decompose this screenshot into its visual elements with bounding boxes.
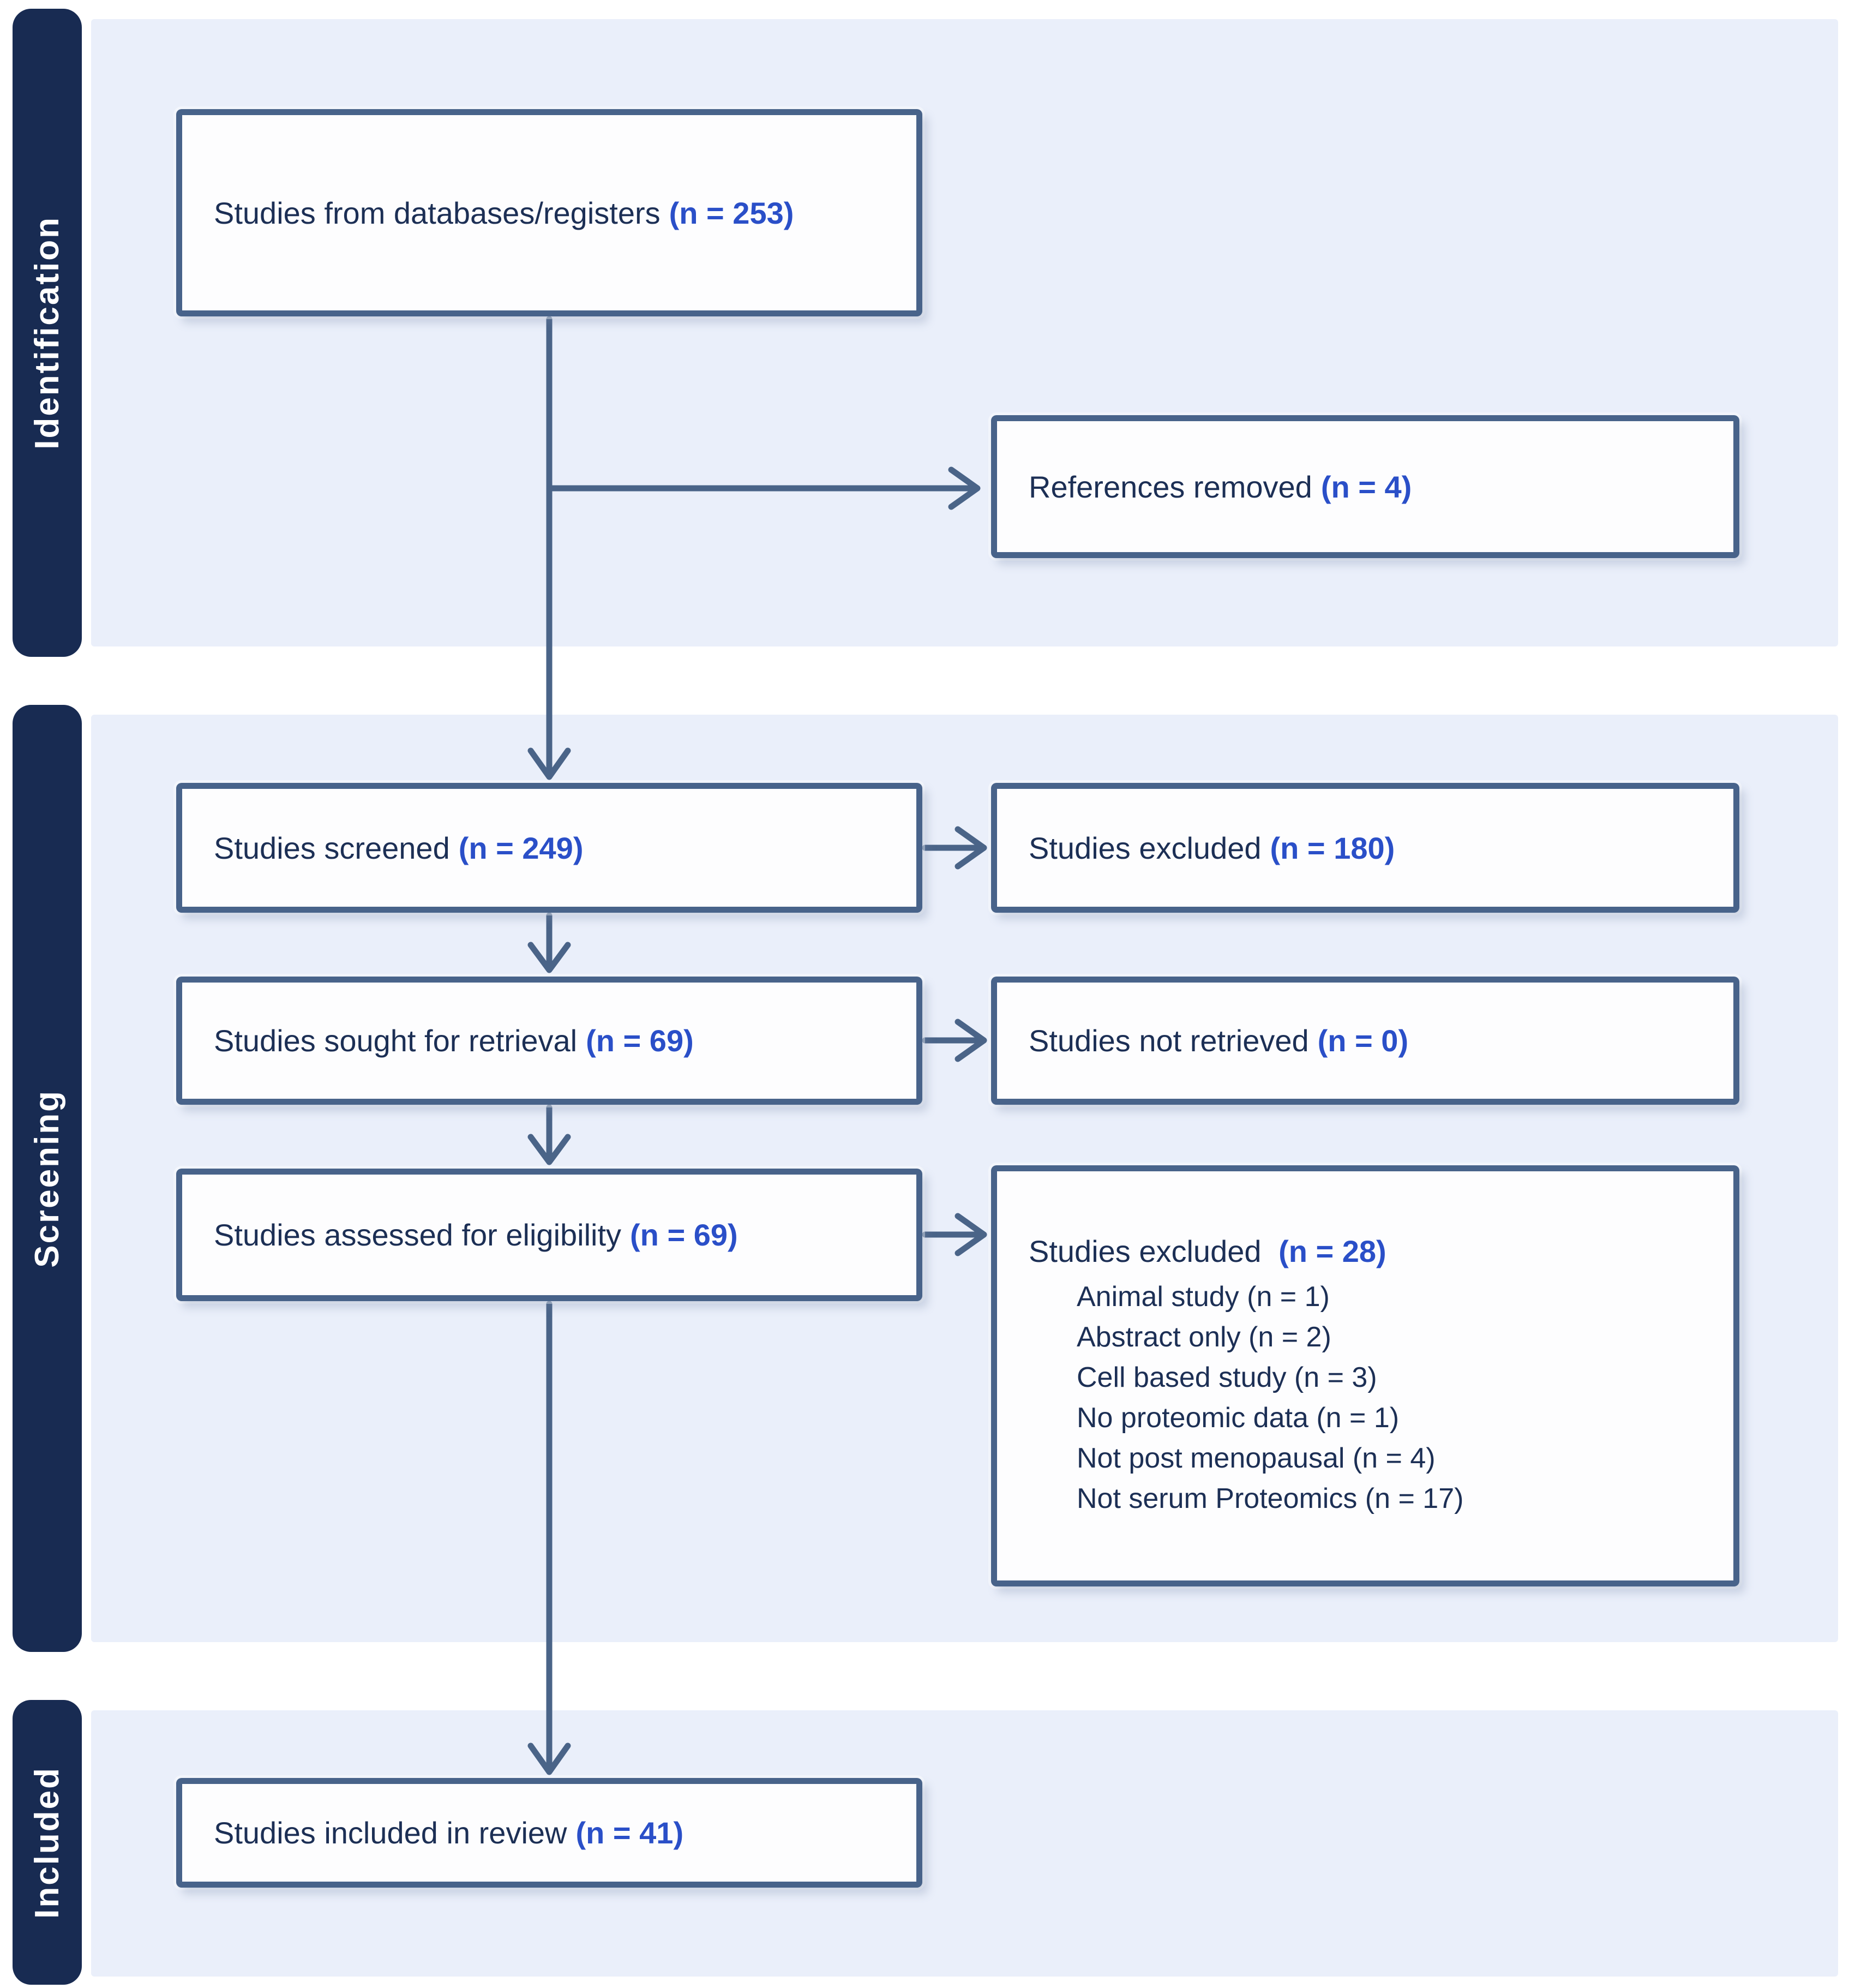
exclusion-reason: Not post menopausal (n = 4) [1077,1442,1436,1474]
box-studies-included-review: Studies included in review (n = 41) [176,1778,922,1888]
box-studies-included-review-label: Studies included in review [214,1816,567,1850]
box-studies-excluded-eligibility-label: Studies excluded [1029,1233,1262,1268]
box-studies-excluded-eligibility-count: (n = 28) [1278,1233,1386,1268]
stage-label-identification: Identification [13,9,82,657]
box-studies-not-retrieved: Studies not retrieved (n = 0) [991,977,1739,1105]
stage-label-included: Included [13,1700,82,1985]
box-references-removed: References removed (n = 4) [991,415,1739,558]
box-studies-not-retrieved-label: Studies not retrieved [1029,1023,1309,1058]
box-studies-screened-label: Studies screened [214,830,450,865]
box-studies-assessed-eligibility: Studies assessed for eligibility (n = 69… [176,1169,922,1301]
exclusion-reason: Abstract only (n = 2) [1077,1321,1331,1353]
arrow-screened-to-excluded [922,826,987,870]
box-studies-assessed-eligibility-count: (n = 69) [630,1218,738,1252]
box-references-removed-label: References removed [1029,469,1312,504]
box-studies-screened: Studies screened (n = 249) [176,783,922,913]
arrow-databases-to-screened [527,316,571,780]
box-studies-included-review-count: (n = 41) [575,1816,684,1850]
box-studies-from-databases: Studies from databases/registers (n = 25… [176,109,922,316]
box-studies-sought-retrieval: Studies sought for retrieval (n = 69) [176,977,922,1105]
arrow-assessed-to-excluded-eligibility [922,1213,987,1256]
box-studies-not-retrieved-count: (n = 0) [1317,1023,1409,1058]
box-studies-excluded-screening-count: (n = 180) [1270,830,1395,865]
box-studies-sought-retrieval-count: (n = 69) [586,1023,694,1058]
box-studies-assessed-eligibility-label: Studies assessed for eligibility [214,1218,622,1252]
box-studies-excluded-eligibility: Studies excluded (n = 28) Animal study (… [991,1165,1739,1586]
exclusion-reason: Not serum Proteomics (n = 17) [1077,1482,1464,1514]
box-studies-excluded-screening-label: Studies excluded [1029,830,1262,865]
box-studies-excluded-eligibility-title: Studies excluded (n = 28) [1029,1233,1386,1269]
arrow-screened-to-sought [527,912,571,973]
arrow-sought-to-assessed [527,1104,571,1165]
box-studies-excluded-screening: Studies excluded (n = 180) [991,783,1739,913]
box-references-removed-count: (n = 4) [1320,469,1412,504]
arrow-sought-to-not-retrieved [922,1019,987,1062]
box-studies-from-databases-count: (n = 253) [669,195,794,230]
box-studies-sought-retrieval-label: Studies sought for retrieval [214,1023,578,1058]
arrow-databases-to-references-removed [546,466,981,510]
exclusion-reason: No proteomic data (n = 1) [1077,1402,1400,1434]
box-studies-screened-count: (n = 249) [458,830,584,865]
exclusion-reason: Cell based study (n = 3) [1077,1361,1377,1393]
exclusion-reason: Animal study (n = 1) [1077,1280,1330,1313]
box-studies-from-databases-label: Studies from databases/registers [214,195,661,230]
stage-label-screening: Screening [13,705,82,1652]
arrow-assessed-to-included [527,1301,571,1775]
